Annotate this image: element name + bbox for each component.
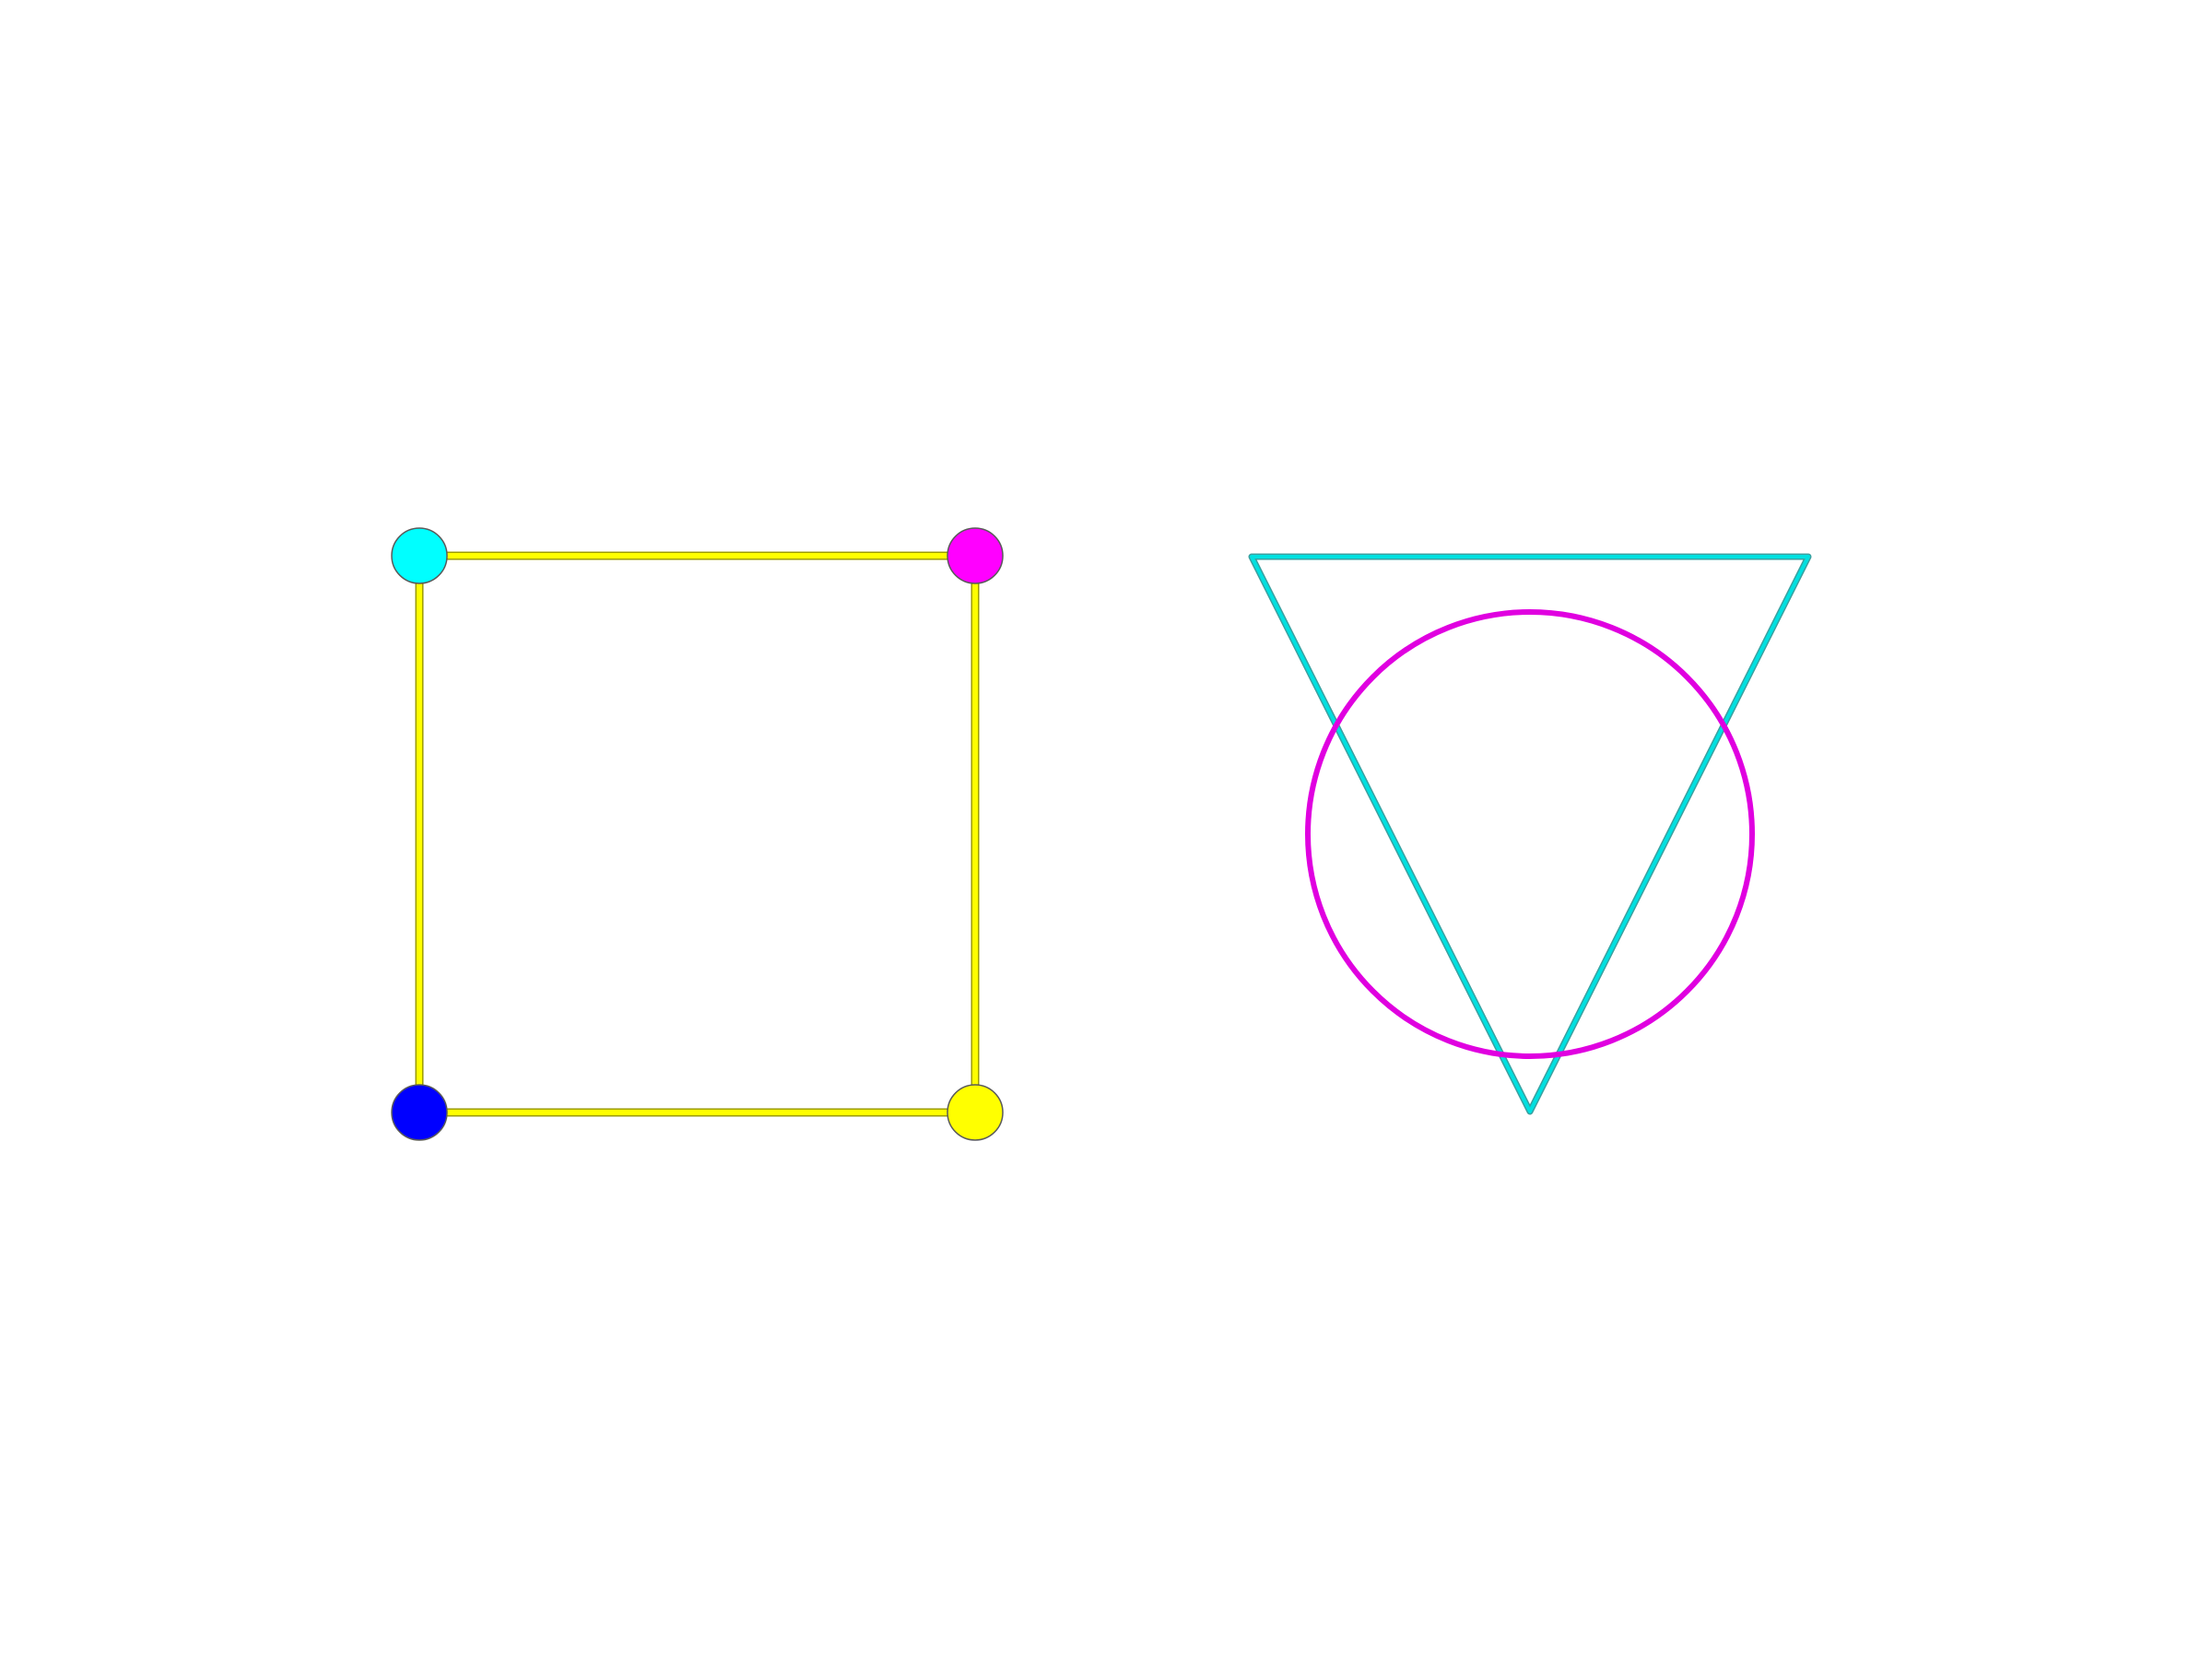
inverted-triangle bbox=[1250, 555, 1810, 1113]
node-bottom-left bbox=[391, 1084, 448, 1141]
node-top-left bbox=[391, 527, 448, 584]
node-bottom-right bbox=[947, 1084, 1004, 1141]
triangle-circle-figure bbox=[1248, 553, 1812, 1115]
node-top-right bbox=[947, 527, 1004, 584]
circle bbox=[1305, 609, 1755, 1059]
square-graph bbox=[391, 527, 1004, 1141]
